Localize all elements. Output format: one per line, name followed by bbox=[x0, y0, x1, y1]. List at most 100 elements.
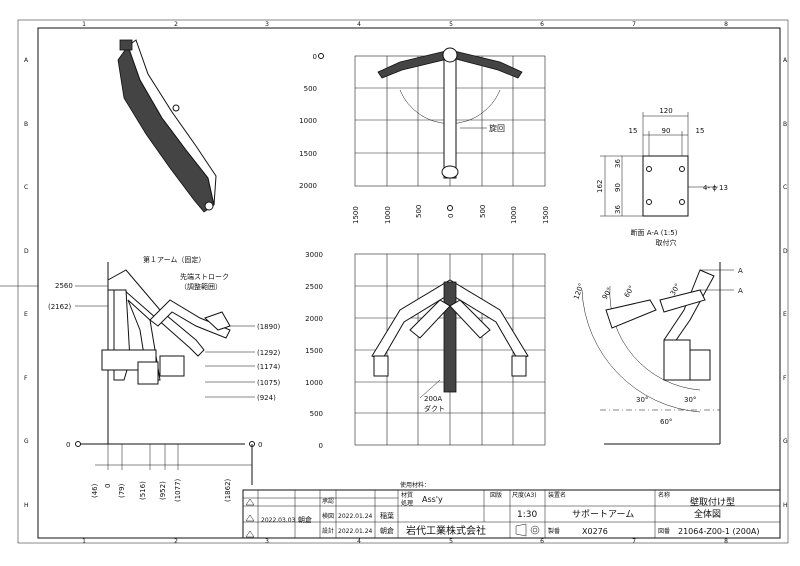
top-y-tick: 1500 bbox=[299, 150, 317, 158]
projection-symbol-icon bbox=[530, 525, 540, 535]
top-x-tick: 500 bbox=[479, 205, 487, 218]
device-label: 装置名 bbox=[548, 491, 566, 499]
revision-name: 朝倉 bbox=[298, 515, 312, 524]
dim-inner-width: 90 bbox=[662, 127, 671, 135]
design-label: 設計 bbox=[322, 527, 334, 535]
row-labels: A B C D E F G H A B C D E F G H bbox=[24, 57, 788, 509]
stroke-label: 先端ストローク bbox=[180, 272, 229, 281]
title-block-text: 使用材料： 材質 処理 Ass'y 図版 尺度(A3) 1:30 装置名 サポー… bbox=[261, 481, 760, 537]
col-label-top: 4 bbox=[357, 21, 361, 28]
drawing-value: X0276 bbox=[582, 527, 608, 536]
angle-60: 60° bbox=[623, 284, 636, 299]
angle-bottom-30b: 30° bbox=[684, 396, 696, 404]
dim-bottom-height: 36 bbox=[614, 205, 622, 214]
col-label-bottom: 6 bbox=[540, 538, 544, 545]
col-label-top: 7 bbox=[632, 21, 636, 28]
row-label-right: B bbox=[783, 121, 787, 128]
col-label-bottom: 4 bbox=[357, 538, 361, 545]
scale-label: 尺度(A3) bbox=[512, 491, 537, 499]
check-name: 稲葉 bbox=[380, 511, 394, 520]
top-view-y-ticks: 0 500 1000 1500 2000 bbox=[299, 53, 317, 190]
side-view-labels: 第１アーム（固定） 先端ストローク （調整範囲） 2560 (2162) (18… bbox=[48, 255, 281, 502]
top-y-tick: 1000 bbox=[299, 117, 317, 125]
row-label-left: G bbox=[24, 438, 29, 445]
front-y-tick: 1000 bbox=[305, 379, 323, 387]
revision-label: 図版 bbox=[490, 491, 502, 499]
duct-label: ダクト bbox=[424, 404, 445, 413]
col-label-top: 2 bbox=[174, 21, 178, 28]
top-y-tick: 2000 bbox=[299, 182, 317, 190]
treatment-label: 処理 bbox=[401, 499, 413, 507]
bottom-dim: (516) bbox=[139, 481, 147, 500]
row-label-left: F bbox=[24, 375, 28, 382]
duct-size-label: 200A bbox=[424, 395, 442, 403]
angle-120: 120° bbox=[572, 282, 585, 301]
top-x-tick: 1000 bbox=[384, 206, 392, 224]
col-label-bottom: 3 bbox=[265, 538, 269, 545]
col-label-top: 8 bbox=[724, 21, 728, 28]
col-label-bottom: 5 bbox=[449, 538, 453, 545]
row-label-right: G bbox=[783, 438, 788, 445]
front-view bbox=[354, 253, 546, 446]
section-marker-a: A bbox=[738, 267, 743, 275]
row-label-right: A bbox=[783, 57, 788, 64]
name-value-1: 壁取付け型 bbox=[690, 496, 735, 508]
front-y-tick: 2500 bbox=[305, 283, 323, 291]
row-label-left: E bbox=[24, 311, 28, 318]
dim-edge-left: 15 bbox=[629, 127, 638, 135]
section-caption: 断面 A-A (1:5) bbox=[631, 228, 678, 237]
height-2560: 2560 bbox=[55, 282, 73, 290]
design-date: 2022.01.24 bbox=[338, 528, 373, 535]
height-1292: (1292) bbox=[257, 349, 281, 357]
height-2162: (2162) bbox=[48, 303, 72, 311]
height-1890: (1890) bbox=[257, 323, 281, 331]
col-label-bottom: 8 bbox=[724, 538, 728, 545]
col-label-bottom: 2 bbox=[174, 538, 178, 545]
angle-90: 90° bbox=[601, 286, 614, 301]
row-label-right: H bbox=[783, 502, 788, 509]
bottom-dim: (46) bbox=[91, 483, 99, 498]
top-x-tick: 1000 bbox=[510, 206, 518, 224]
col-label-top: 1 bbox=[82, 21, 86, 28]
top-x-tick: 1500 bbox=[542, 206, 550, 224]
bottom-dim: (1077) bbox=[174, 478, 182, 502]
dim-overall-width: 120 bbox=[659, 107, 672, 115]
side-view bbox=[75, 262, 255, 485]
height-1174: (1174) bbox=[257, 363, 281, 371]
angle-bottom-30a: 30° bbox=[636, 396, 648, 404]
col-label-bottom: 1 bbox=[82, 538, 86, 545]
col-label-top: 3 bbox=[265, 21, 269, 28]
top-x-tick: 0 bbox=[447, 214, 455, 218]
front-y-tick: 500 bbox=[310, 410, 323, 418]
height-1075: (1075) bbox=[257, 379, 281, 387]
name-label: 名称 bbox=[658, 491, 670, 499]
section-marker-a: A bbox=[738, 287, 743, 295]
top-y-tick: 0 bbox=[313, 53, 317, 61]
stroke-range-label: （調整範囲） bbox=[180, 282, 222, 291]
scale-value: 1:30 bbox=[517, 510, 537, 520]
row-label-left: A bbox=[24, 57, 29, 64]
right-view bbox=[581, 262, 734, 445]
front-view-y-ticks: 3000 2500 2000 1500 1000 500 0 200A ダクト bbox=[305, 251, 445, 450]
col-label-bottom: 7 bbox=[632, 538, 636, 545]
front-y-tick: 2000 bbox=[305, 315, 323, 323]
iso-view bbox=[117, 39, 217, 213]
column-labels: 1 2 3 4 5 6 7 8 1 2 3 4 5 6 7 8 bbox=[82, 21, 728, 545]
rotation-label: 旋回 bbox=[489, 123, 505, 133]
zero-left: 0 bbox=[66, 441, 70, 449]
col-label-top: 6 bbox=[540, 21, 544, 28]
material-label: 材質 bbox=[401, 491, 413, 499]
name-value-2: 全体図 bbox=[694, 508, 721, 520]
row-label-right: E bbox=[783, 311, 787, 318]
approve-label: 承認 bbox=[322, 497, 334, 505]
bottom-dim: (79) bbox=[118, 483, 126, 498]
outer-border bbox=[17, 19, 789, 544]
drawing-label: 製番 bbox=[548, 527, 560, 535]
height-924: (924) bbox=[257, 394, 276, 402]
row-label-right: C bbox=[783, 184, 787, 191]
section-caption-sub: 取付穴 bbox=[656, 238, 677, 247]
company-name: 岩代工業株式会社 bbox=[406, 524, 486, 537]
col-label-top: 5 bbox=[449, 21, 453, 28]
zero-right: 0 bbox=[258, 441, 262, 449]
